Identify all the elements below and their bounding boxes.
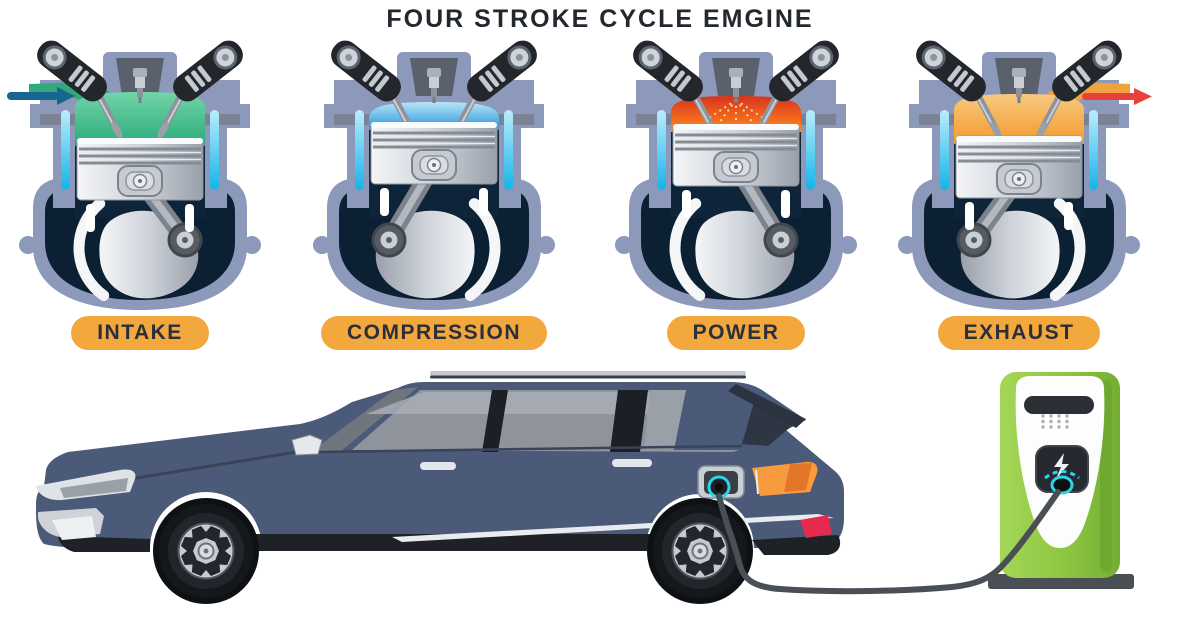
crank-assembly bbox=[956, 169, 1086, 301]
front-wheel bbox=[152, 497, 260, 605]
roof-rail bbox=[430, 371, 746, 376]
rocker-arm-left bbox=[916, 40, 986, 102]
spark-plug bbox=[133, 68, 147, 103]
b-pillar bbox=[482, 390, 508, 452]
rocker-arm-right bbox=[467, 40, 537, 102]
piston bbox=[76, 137, 204, 232]
headlight-lower bbox=[60, 478, 128, 498]
c-pillar bbox=[610, 390, 648, 452]
page-title: FOUR STROKE CYCLE EMGINE bbox=[386, 5, 814, 33]
front-bumper-lip bbox=[58, 536, 150, 552]
rocker-arm-left bbox=[37, 40, 107, 102]
charging-cable bbox=[716, 489, 1061, 595]
rear-door-handle bbox=[612, 459, 652, 467]
cylinder-glow-right bbox=[1089, 110, 1098, 190]
engine-diagram-compression: COMPRESSION bbox=[308, 38, 560, 350]
spark-plug bbox=[427, 68, 441, 103]
exhaust-arrow bbox=[1082, 88, 1152, 105]
rear-quarter-shadow bbox=[742, 402, 794, 446]
stroke-label: POWER bbox=[666, 316, 806, 350]
d-pillar bbox=[674, 390, 762, 450]
engine-cylinder-svg bbox=[313, 40, 555, 310]
cylinder-glow-right bbox=[806, 110, 815, 190]
engine-diagram-exhaust: EXHAUST bbox=[893, 38, 1152, 350]
side-mirror bbox=[291, 434, 323, 456]
cylinder-glow-right bbox=[210, 110, 219, 190]
rear-bumper-lip bbox=[752, 535, 841, 555]
piston bbox=[370, 121, 498, 216]
rocker-arm-right bbox=[1052, 40, 1122, 102]
piston bbox=[955, 135, 1083, 230]
cylinder-glow-left bbox=[657, 110, 666, 190]
ev-charging-scene bbox=[36, 371, 1134, 605]
charge-port bbox=[697, 465, 745, 499]
stroke-label: COMPRESSION bbox=[320, 316, 548, 350]
station-socket-unit bbox=[1035, 445, 1089, 495]
electric-car bbox=[36, 371, 844, 555]
engine-cylinder-svg bbox=[615, 40, 857, 310]
cylinder-glow-left bbox=[61, 110, 70, 190]
fog-lamp bbox=[52, 516, 96, 540]
rear-reflector bbox=[800, 515, 832, 538]
charging-station bbox=[988, 372, 1134, 589]
stroke-label: INTAKE bbox=[71, 316, 209, 350]
hood-crease bbox=[117, 447, 316, 483]
taillight-inner bbox=[784, 463, 812, 492]
socket-arc bbox=[1044, 470, 1080, 480]
rocker-panel bbox=[255, 534, 655, 551]
taillight-gap bbox=[755, 469, 759, 495]
piston bbox=[672, 123, 800, 218]
front-door-handle bbox=[420, 462, 456, 470]
intake-arrow bbox=[7, 87, 75, 105]
spark-rays bbox=[702, 99, 770, 124]
station-display bbox=[1024, 396, 1094, 414]
roof-rail-shadow bbox=[430, 375, 746, 379]
spark-plug bbox=[729, 68, 743, 103]
engine-cylinder-svg bbox=[7, 40, 261, 310]
lightning-bolt-icon bbox=[1054, 453, 1069, 479]
stroke-label: EXHAUST bbox=[937, 316, 1101, 350]
socket-ring bbox=[1050, 475, 1074, 495]
station-speaker-dots bbox=[1041, 414, 1069, 429]
cylinder-glow-right bbox=[504, 110, 513, 190]
engine-diagram-power: POWER bbox=[610, 38, 862, 350]
rocker-arm-right bbox=[173, 40, 243, 102]
rocker-arm-left bbox=[331, 40, 401, 102]
engine-cylinder-svg bbox=[898, 40, 1152, 310]
beltline bbox=[317, 444, 743, 454]
cylinder-glow-left bbox=[940, 110, 949, 190]
spark-plug bbox=[1012, 68, 1026, 103]
rear-spoiler bbox=[728, 384, 806, 428]
windshield bbox=[308, 387, 418, 454]
cylinder-glow-left bbox=[355, 110, 364, 190]
rocker-arm-right bbox=[769, 40, 839, 102]
engine-diagram-intake: INTAKE bbox=[7, 38, 266, 350]
rocker-arm-left bbox=[633, 40, 703, 102]
